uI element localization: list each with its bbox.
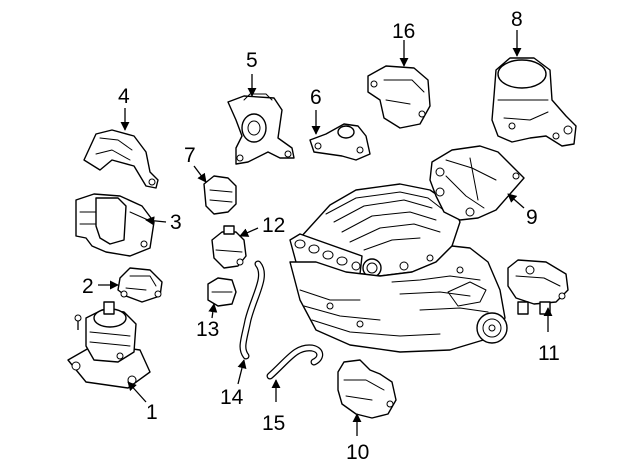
callout-labels: 1 2 3 4 5 6 7 8 9 10 11 12 13 14 15 16 xyxy=(82,8,560,464)
part-9-bracket xyxy=(429,145,525,221)
callout-16: 16 xyxy=(392,20,415,43)
callout-13: 13 xyxy=(196,318,219,341)
part-3-bracket xyxy=(75,193,155,257)
callout-6: 6 xyxy=(310,86,322,109)
callout-8: 8 xyxy=(511,8,523,31)
part-7-sensor xyxy=(203,175,237,215)
callout-15: 15 xyxy=(262,412,285,435)
callout-9: 9 xyxy=(526,206,538,229)
leader-13 xyxy=(208,303,218,319)
part-2-mount xyxy=(117,267,163,303)
part-12-valve xyxy=(211,225,247,269)
callout-12: 12 xyxy=(262,214,285,237)
callout-10: 10 xyxy=(346,441,369,464)
leader-12 xyxy=(239,227,259,237)
part-4-bracket xyxy=(83,129,159,189)
callout-2: 2 xyxy=(82,275,94,298)
leader-3 xyxy=(145,216,167,226)
part-1-mount xyxy=(67,301,151,389)
part-15-hose xyxy=(266,344,324,380)
callout-3: 3 xyxy=(170,211,182,234)
leader-1 xyxy=(127,381,147,403)
leader-7 xyxy=(193,165,207,183)
callout-4: 4 xyxy=(118,85,130,108)
part-8-mount xyxy=(491,57,577,147)
callout-7: 7 xyxy=(184,144,196,167)
part-5-mount xyxy=(227,93,295,165)
callout-5: 5 xyxy=(246,49,258,72)
part-13-sensor xyxy=(207,277,237,307)
part-6-bracket xyxy=(309,123,371,161)
part-10-mount xyxy=(337,359,397,419)
callout-14: 14 xyxy=(220,386,244,409)
engine-assembly xyxy=(289,183,508,353)
callout-1: 1 xyxy=(146,401,158,424)
leader-lines xyxy=(98,30,553,436)
callout-11: 11 xyxy=(538,342,560,365)
part-16-mount xyxy=(367,65,431,129)
leader-9 xyxy=(507,193,525,209)
leader-14 xyxy=(237,359,247,385)
part-11-mount xyxy=(507,259,569,315)
part-14-hose xyxy=(239,260,265,360)
